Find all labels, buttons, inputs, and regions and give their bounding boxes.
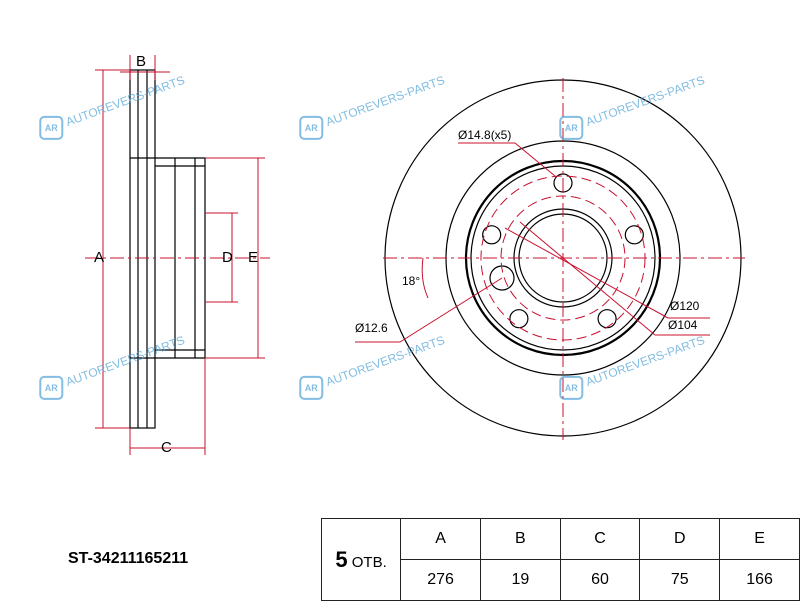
bolt-hole [624,225,644,245]
label-d: D [222,249,233,266]
angle: 18° [402,274,421,288]
header-e: E [719,518,800,560]
header-b: B [479,518,561,560]
watermark-logo: AR [39,375,64,400]
pcd-diameter: Ø120 [670,299,700,313]
value-d: 75 [639,559,721,601]
holes-count: 5 [335,546,348,572]
part-number: ST-34211165211 [68,550,189,567]
spec-table: 5 ОТВ. A B C D E 276 19 60 75 166 [320,518,800,601]
watermark-logo: AR [559,375,584,400]
watermark-logo: AR [559,115,584,140]
bolt-hole [509,309,529,329]
value-e: 166 [719,559,800,601]
label-b: B [136,53,147,70]
header-d: D [639,518,721,560]
side-dimensions [85,55,270,455]
value-a: 276 [400,559,481,601]
header-a: A [400,518,481,560]
value-b: 19 [479,559,561,601]
value-c: 60 [559,559,641,601]
holes-label: ОТВ. [351,553,387,571]
watermark-logo: AR [299,375,324,400]
side-view [129,69,206,429]
hole-diameter: Ø14.8(x5) [458,128,512,142]
header-c: C [559,518,641,560]
label-a: A [94,249,105,266]
label-e: E [248,249,259,266]
small-hole-diameter: Ø12.6 [355,321,388,335]
label-c: C [161,439,172,456]
bolt-hole [597,309,617,329]
holes-cell: 5 ОТВ. [320,518,402,601]
bolt-hole [482,225,502,245]
front-dimensions [355,78,745,440]
watermark-logo: AR [39,115,64,140]
watermark-logo: AR [299,115,324,140]
center-bore-diameter: Ø104 [668,318,698,332]
